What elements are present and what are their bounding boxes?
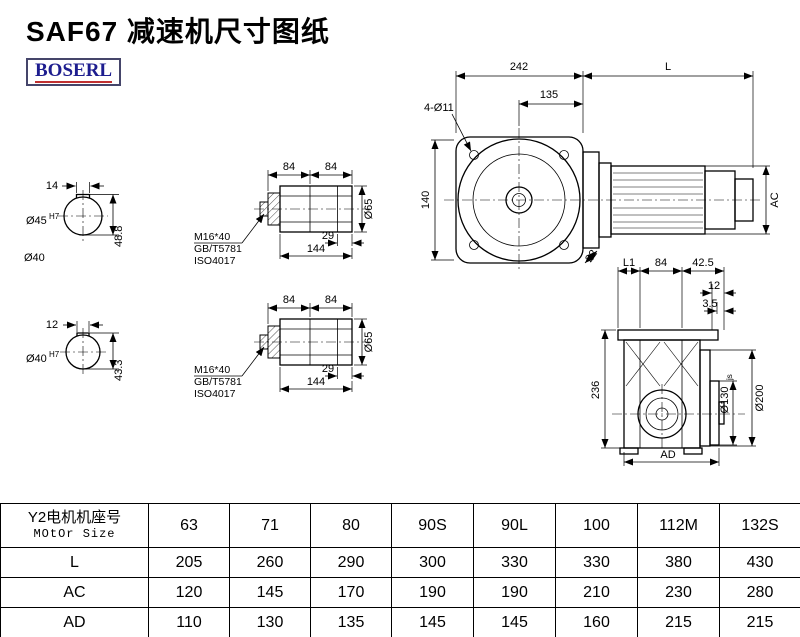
dim-d40-note: Ø40: [24, 252, 45, 264]
shaft-bore-view-upper: 14 Ø45 H7 48.8 Ø40: [24, 180, 125, 264]
dim-d130-tolerance: js: [725, 374, 734, 381]
table-cell: 112M: [637, 503, 720, 548]
hollow-shaft-view-upper: 84 84 29 144 Ø65 M16*40 GB/T5781 ISO4017: [194, 161, 375, 267]
dim-84b: 84: [325, 161, 337, 173]
table-cell: 205: [148, 547, 230, 578]
motor-size-label-en: MOtOr Size: [33, 527, 116, 542]
dim-140: 140: [420, 191, 432, 209]
dim-d65: Ø65: [363, 199, 375, 220]
table-cell: 90L: [473, 503, 556, 548]
dim-d40h7: Ø40: [26, 353, 47, 365]
dim-84a: 84: [283, 161, 295, 173]
table-cell: 130: [229, 607, 311, 637]
row-label: L: [0, 547, 149, 578]
table-cell: 145: [473, 607, 556, 637]
table-cell: 160: [555, 607, 638, 637]
table-cell: 110: [148, 607, 230, 637]
dim-42-5: 42.5: [692, 257, 713, 269]
dim-43-3: 43.3: [113, 360, 125, 381]
table-cell: 260: [229, 547, 311, 578]
technical-drawing: 242 L 135 4-Ø11 140 22 AC: [24, 61, 781, 466]
dim-4xD11: 4-Ø11: [424, 102, 454, 114]
brand-logo-text: BOSERL: [35, 60, 113, 83]
page-title: SAF67 减速机尺寸图纸: [26, 16, 330, 47]
table-cell: 71: [229, 503, 311, 548]
bolt-standard-gb-2: GB/T5781: [194, 376, 242, 388]
dim-236: 236: [590, 381, 602, 399]
dim-AC: AC: [769, 192, 781, 207]
table-cell: 215: [637, 607, 720, 637]
bolt-spec: M16*40: [194, 231, 230, 243]
row-label: AD: [0, 607, 149, 637]
table-cell: 190: [391, 577, 474, 608]
side-elevation-view: L1 84 42.5 12 3.5 236 Ø130 js: [590, 257, 766, 466]
table-cell: 280: [719, 577, 800, 608]
dim-48-8: 48.8: [113, 226, 125, 247]
dim-144-2: 144: [307, 376, 325, 388]
dim-242: 242: [510, 61, 528, 73]
bolt-standard-iso: ISO4017: [194, 255, 236, 267]
table-cell: 135: [310, 607, 392, 637]
main-view-dimensions: 242 L 135 4-Ø11 140 22 AC: [420, 61, 781, 265]
dim-84a-2: 84: [283, 294, 295, 306]
dim-d45-tolerance: H7: [49, 212, 60, 221]
row-label: AC: [0, 577, 149, 608]
main-front-view: 242 L 135 4-Ø11 140 22 AC: [420, 61, 781, 272]
dim-12-side: 12: [708, 280, 720, 292]
table-cell: 330: [473, 547, 556, 578]
shaft-bore-view-lower: 12 Ø40 H7 43.3: [26, 319, 125, 381]
dim-d40-tolerance: H7: [49, 350, 60, 359]
bolt-standard-iso-2: ISO4017: [194, 388, 236, 400]
table-cell: 230: [637, 577, 720, 608]
dim-29: 29: [322, 230, 334, 242]
table-cell: 63: [148, 503, 230, 548]
table-cell: 210: [555, 577, 638, 608]
table-cell: 120: [148, 577, 230, 608]
table-cell: 145: [229, 577, 311, 608]
table-cell: 145: [391, 607, 474, 637]
dim-29-2: 29: [322, 363, 334, 375]
dim-144: 144: [307, 243, 325, 255]
table-cell: 290: [310, 547, 392, 578]
table-cell: 215: [719, 607, 800, 637]
hollow-shaft-view-lower: 84 84 29 144 Ø65 M16*40 GB/T5781 ISO4017: [194, 294, 375, 400]
dim-84-side: 84: [655, 257, 667, 269]
table-cell: 80: [310, 503, 392, 548]
dim-L1: L1: [623, 257, 635, 269]
dim-AD: AD: [660, 449, 675, 461]
bolt-standard-gb: GB/T5781: [194, 243, 242, 255]
motor-size-header-cell: Y2电机机座号 MOtOr Size: [0, 503, 149, 548]
table-header-row: Y2电机机座号 MOtOr Size 63 71 80 90S 90L 100 …: [0, 503, 800, 548]
dim-d65-2: Ø65: [363, 332, 375, 353]
table-row-AC: AC 120 145 170 190 190 210 230 280: [0, 577, 800, 608]
dim-d45: Ø45: [26, 215, 47, 227]
table-cell: 330: [555, 547, 638, 578]
table-row-L: L 205 260 290 300 330 330 380 430: [0, 547, 800, 578]
dim-14: 14: [46, 180, 58, 192]
table-cell: 190: [473, 577, 556, 608]
motor-outline: [582, 151, 754, 249]
table-cell: 300: [391, 547, 474, 578]
brand-logo: BOSERL: [26, 58, 122, 86]
dim-135: 135: [540, 89, 558, 101]
dim-22: 22: [583, 248, 600, 265]
table-cell: 170: [310, 577, 392, 608]
table-cell: 430: [719, 547, 800, 578]
dim-3-5: 3.5: [702, 298, 717, 310]
dim-d130: Ø130: [719, 387, 731, 414]
table-cell: 132S: [719, 503, 800, 548]
table-cell: 90S: [391, 503, 474, 548]
dim-L: L: [665, 61, 671, 73]
table-row-AD: AD 110 130 135 145 145 160 215 215: [0, 607, 800, 637]
motor-size-label-cn: Y2电机机座号: [27, 508, 122, 526]
dim-84b-2: 84: [325, 294, 337, 306]
dim-12-key: 12: [46, 319, 58, 331]
table-cell: 380: [637, 547, 720, 578]
dim-d200: Ø200: [754, 385, 766, 412]
table-cell: 100: [555, 503, 638, 548]
bolt-spec-2: M16*40: [194, 364, 230, 376]
motor-size-table: Y2电机机座号 MOtOr Size 63 71 80 90S 90L 100 …: [0, 503, 800, 637]
